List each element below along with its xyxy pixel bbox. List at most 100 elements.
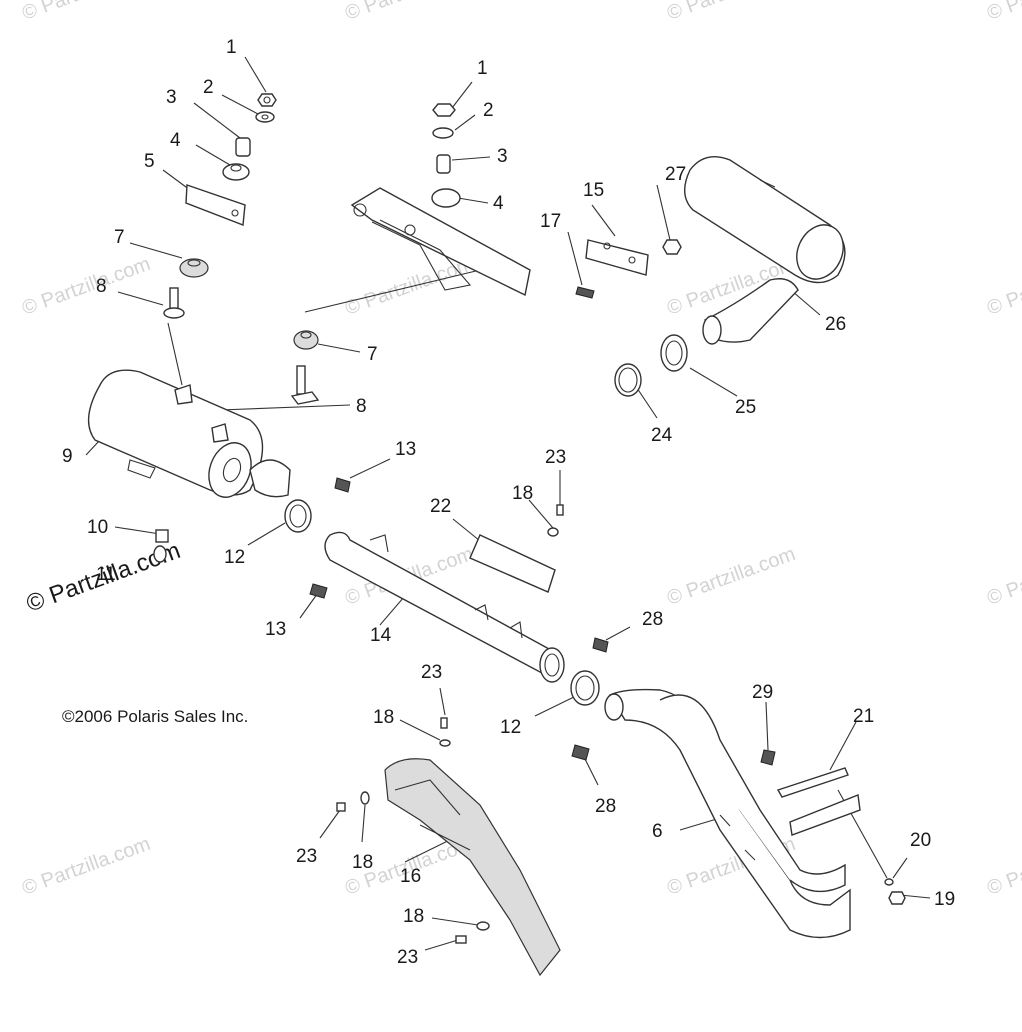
- copyright-text: ©2006 Polaris Sales Inc.: [62, 707, 248, 726]
- callout-4: 4: [493, 193, 504, 214]
- callout-19: 19: [934, 889, 955, 910]
- bolt-part-8-mid: [290, 365, 320, 405]
- callout-15: 15: [583, 180, 604, 201]
- callout-8: 8: [96, 276, 107, 297]
- callout-20: 20: [910, 830, 931, 851]
- callout-4: 4: [170, 130, 181, 151]
- callout-22: 22: [430, 496, 451, 517]
- grommet-part-left: [222, 163, 250, 181]
- watermark-text: © Partzilla.com: [984, 833, 1022, 900]
- spacer-part-left: [235, 137, 251, 157]
- bolt-part-8-left: [163, 287, 185, 319]
- bracket-part-5: [185, 184, 246, 226]
- heat-shield-part-22: [469, 534, 556, 593]
- callout-23: 23: [397, 947, 418, 968]
- clamp-part-12-left: [284, 499, 312, 533]
- callout-8: 8: [356, 396, 367, 417]
- watermark-text: © Partzilla.com: [342, 253, 476, 320]
- clamp-part-25: [660, 334, 688, 372]
- watermark-text: © Partzilla.com: [984, 0, 1022, 25]
- gasket-part-21: [776, 767, 849, 798]
- callout-25: 25: [735, 397, 756, 418]
- watermark-text: © Partzilla.com: [984, 543, 1022, 610]
- watermark-text: © Partzilla.com: [19, 833, 153, 900]
- spring-part-28-top: [592, 637, 609, 653]
- callout-13: 13: [265, 619, 286, 640]
- screw-part-23-b: [440, 717, 448, 729]
- callout-11: 11: [96, 564, 116, 585]
- frame-crossmember: [350, 187, 531, 297]
- callout-23: 23: [545, 447, 566, 468]
- callout-27: 27: [665, 164, 686, 185]
- header-pipe-part-6: [604, 688, 851, 939]
- flange-part: [789, 794, 861, 836]
- callout-29: 29: [752, 682, 773, 703]
- callout-1: 1: [226, 37, 237, 58]
- callout-6: 6: [652, 821, 663, 842]
- callout-23: 23: [296, 846, 317, 867]
- washer-part-20: [884, 878, 894, 886]
- pipe-part-14: [324, 531, 565, 683]
- watermark-text: © Partzilla.com: [664, 0, 798, 25]
- gasket-part-24: [614, 363, 642, 397]
- callout-2: 2: [483, 100, 494, 121]
- washer-part-18-a: [547, 527, 559, 537]
- callout-5: 5: [144, 151, 155, 172]
- clamp-part-12-right: [570, 670, 600, 706]
- muffler-part-9: [87, 369, 291, 498]
- spring-part-28-bottom: [571, 744, 590, 761]
- callout-17: 17: [540, 211, 561, 232]
- nut-part-27: [662, 239, 682, 255]
- watermark-text: © Partzilla.com: [342, 0, 476, 25]
- watermark-text: © Partzilla.com: [19, 0, 153, 25]
- callout-14: 14: [370, 625, 392, 646]
- callout-2: 2: [203, 77, 214, 98]
- bolt-part-10: [153, 529, 169, 563]
- nut-part-mid: [432, 103, 456, 117]
- spacer-part-mid: [436, 154, 451, 174]
- callout-10: 10: [87, 517, 108, 538]
- callout-18: 18: [373, 707, 394, 728]
- nut-part-left: [257, 93, 277, 107]
- grommet-part-7-mid: [293, 330, 319, 350]
- callout-18: 18: [352, 852, 373, 873]
- muffler-part-26: [684, 156, 846, 345]
- callout-12: 12: [224, 547, 245, 568]
- callout-21: 21: [853, 706, 874, 727]
- callout-9: 9: [62, 446, 73, 467]
- bracket-part-15: [585, 239, 649, 276]
- washer-part-18-b: [439, 739, 451, 747]
- grommet-part-7-left: [179, 258, 209, 278]
- watermark-text: © Partzilla.com: [19, 253, 153, 320]
- watermark-text: © Partzilla.com: [984, 253, 1022, 320]
- grommet-part-mid: [431, 188, 461, 208]
- callout-7: 7: [367, 344, 378, 365]
- callout-12: 12: [500, 717, 521, 738]
- spring-part-13-bottom: [309, 583, 328, 599]
- washer-part-18-d: [476, 921, 490, 931]
- callout-26: 26: [825, 314, 846, 335]
- nut-part-19: [888, 891, 906, 905]
- callout-13: 13: [395, 439, 416, 460]
- callout-18: 18: [403, 906, 424, 927]
- washer-part-18-c: [360, 791, 370, 805]
- screw-part-23-c: [336, 802, 346, 812]
- screw-part-23-a: [556, 504, 564, 516]
- callout-28: 28: [595, 796, 616, 817]
- callout-1: 1: [477, 58, 488, 79]
- callout-3: 3: [166, 87, 177, 108]
- spring-part-17: [575, 286, 595, 299]
- callout-24: 24: [651, 425, 673, 446]
- callout-28: 28: [642, 609, 663, 630]
- spring-part-13-top: [334, 477, 351, 493]
- leader-lines: [85, 56, 931, 951]
- watermark-text: © Partzilla.com: [664, 543, 798, 610]
- washer-part-mid: [432, 127, 454, 139]
- spring-part-29: [760, 749, 776, 766]
- callout-16: 16: [400, 866, 421, 887]
- callout-23: 23: [421, 662, 442, 683]
- screw-part-23-d: [455, 935, 467, 944]
